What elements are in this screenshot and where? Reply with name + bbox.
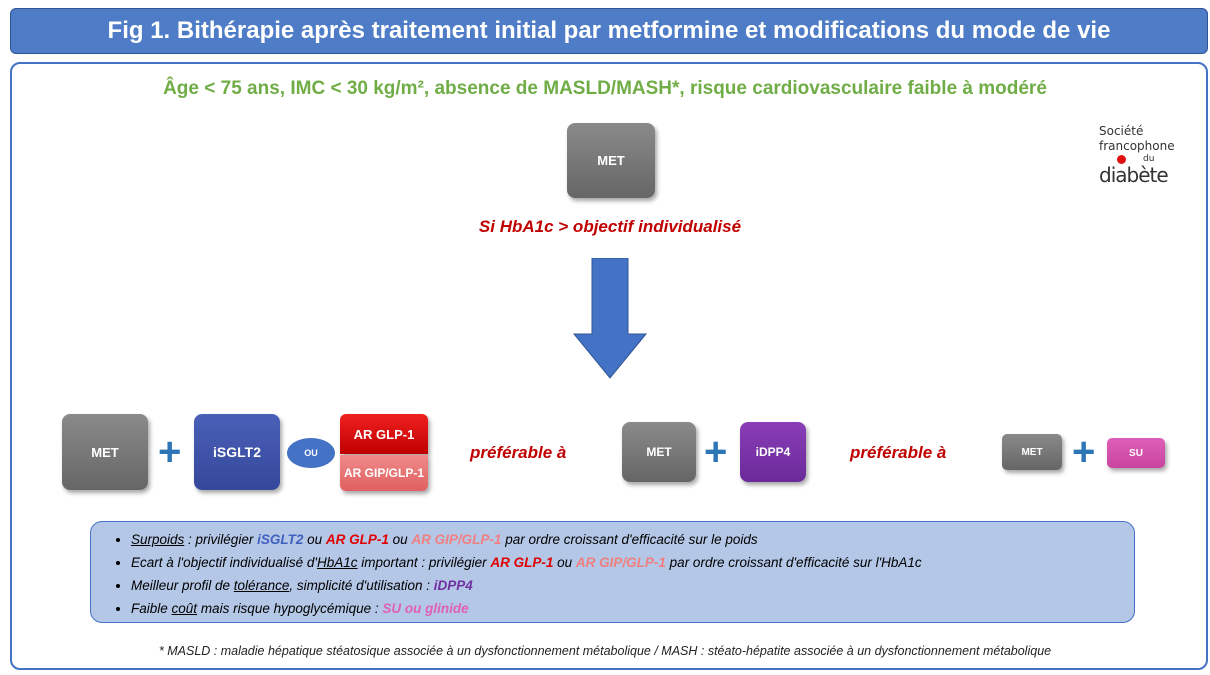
- preferable-label-1: préférable à: [470, 443, 567, 462]
- figure-title: Fig 1. Bithérapie après traitement initi…: [10, 8, 1208, 54]
- sfd-logo: Société francophone du diabète: [1095, 124, 1195, 186]
- plus-sign-3: +: [1072, 430, 1096, 474]
- bullet-hba1c-gap: Ecart à l'objectif individualisé d'HbA1c…: [131, 551, 1134, 574]
- met-start-box: MET: [567, 123, 655, 198]
- main-frame: [10, 62, 1208, 670]
- bullet-overweight: Surpoids : privilégier iSGLT2 ou AR GLP-…: [131, 528, 1134, 551]
- bullet-cost: Faible coût mais risque hypoglycémique :…: [131, 597, 1134, 620]
- logo-line-1: Société: [1099, 124, 1144, 138]
- met-box-3: MET: [1002, 434, 1062, 470]
- idpp4-box: iDPP4: [740, 422, 806, 482]
- logo-line-3: du: [1143, 154, 1155, 164]
- preferable-label-2: préférable à: [850, 443, 947, 462]
- logo-red-dot: [1117, 155, 1126, 164]
- bullet-tolerance: Meilleur profil de tolérance, simplicité…: [131, 574, 1134, 597]
- met-box-2: MET: [622, 422, 696, 482]
- ar-glp1-box: AR GLP-1: [340, 414, 428, 454]
- su-box: SU: [1107, 438, 1165, 468]
- down-arrow-icon: [572, 258, 648, 379]
- ar-gip-glp1-box: AR GIP/GLP-1: [340, 455, 428, 491]
- plus-sign-2: +: [704, 430, 728, 474]
- met-box: MET: [62, 414, 148, 490]
- logo-line-4: diabète: [1099, 163, 1169, 187]
- plus-sign: +: [158, 430, 182, 474]
- footnote: * MASLD : maladie hépatique stéatosique …: [158, 644, 1052, 658]
- ou-badge: OU: [287, 438, 335, 468]
- logo-line-2: francophone: [1099, 139, 1175, 153]
- recommendations-box: Surpoids : privilégier iSGLT2 ou AR GLP-…: [90, 521, 1135, 623]
- hba1c-condition: Si HbA1c > objectif individualisé: [478, 217, 742, 236]
- isglt2-box: iSGLT2: [194, 414, 280, 490]
- patient-condition: Âge < 75 ans, IMC < 30 kg/m², absence de…: [163, 78, 1047, 99]
